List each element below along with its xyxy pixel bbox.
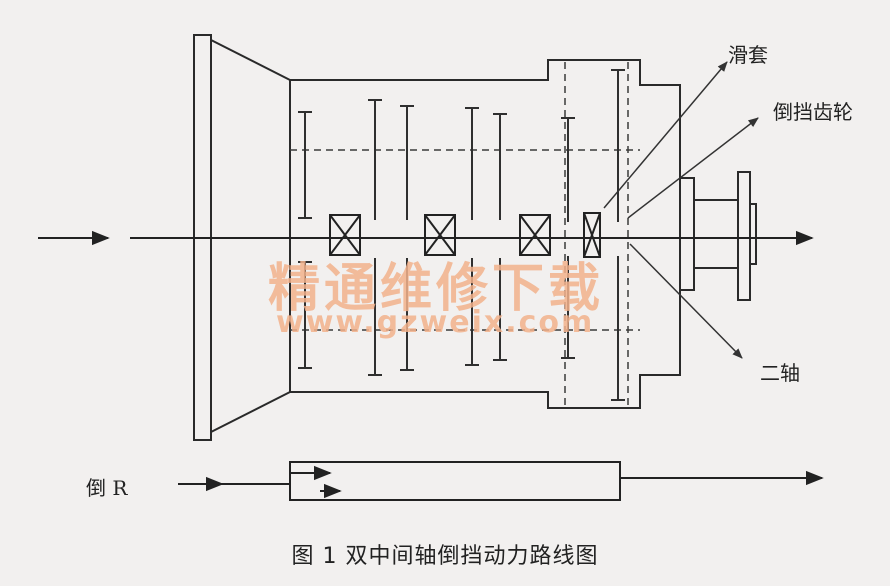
output-flange [737,171,751,301]
synchronizer-box [519,214,551,256]
sleeve-box [583,212,601,258]
reverse-path [178,461,824,501]
label-reverse: 倒 R [86,476,128,500]
watermark-text: 精通维修下载 [268,259,605,319]
sleeve-leader [603,61,728,209]
label-reverse-gear: 倒挡齿轮 [773,100,853,124]
output-cover [679,177,695,291]
gear-set [298,69,625,401]
label-second-shaft: 二轴 [760,361,800,385]
case-dashed-wall [564,62,629,408]
synchronizer-box [329,214,361,256]
reverse-gear-leader [627,117,759,219]
gearbox-case [289,59,681,409]
bell-housing [210,39,291,433]
label-sleeve: 滑套 [728,43,768,67]
reverse-path-box [289,461,621,501]
watermark-url: www.gzweix.com [276,305,595,340]
countershaft-line [290,149,640,331]
synchronizers [329,212,601,258]
synchronizer-box [424,214,456,256]
second-shaft-leader [629,243,743,359]
figure-caption: 图 1 双中间轴倒挡动力路线图 [291,544,599,569]
